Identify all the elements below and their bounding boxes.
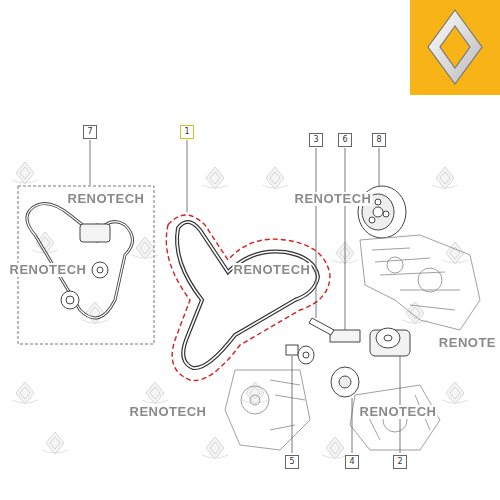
watermark-text: RENOTE [438,336,497,350]
watermark-text: RENOTECH [67,192,146,206]
watermark-text: RENOTECH [129,405,208,419]
accessory-belt [166,215,330,381]
tensioner-pulley [330,328,410,397]
compressor [225,370,440,450]
callout-number: 3 [309,133,323,147]
watermark-text: RENOTECH [359,405,438,419]
callout-number: 7 [83,125,97,139]
brand-logo [410,0,500,95]
callout-number: 4 [345,455,359,469]
callout-number: 1 [180,125,194,139]
callout-number: 6 [338,133,352,147]
callout-number: 5 [285,455,299,469]
watermark-text: RENOTECH [9,263,88,277]
engine-block [360,235,480,330]
callout-number: 8 [372,133,386,147]
watermark-text: RENOTECH [294,192,373,206]
callout-number: 2 [393,455,407,469]
watermark-text: RENOTECH [233,263,312,277]
background-logo [12,162,468,459]
bolt [286,318,334,364]
leader-line [90,140,400,453]
